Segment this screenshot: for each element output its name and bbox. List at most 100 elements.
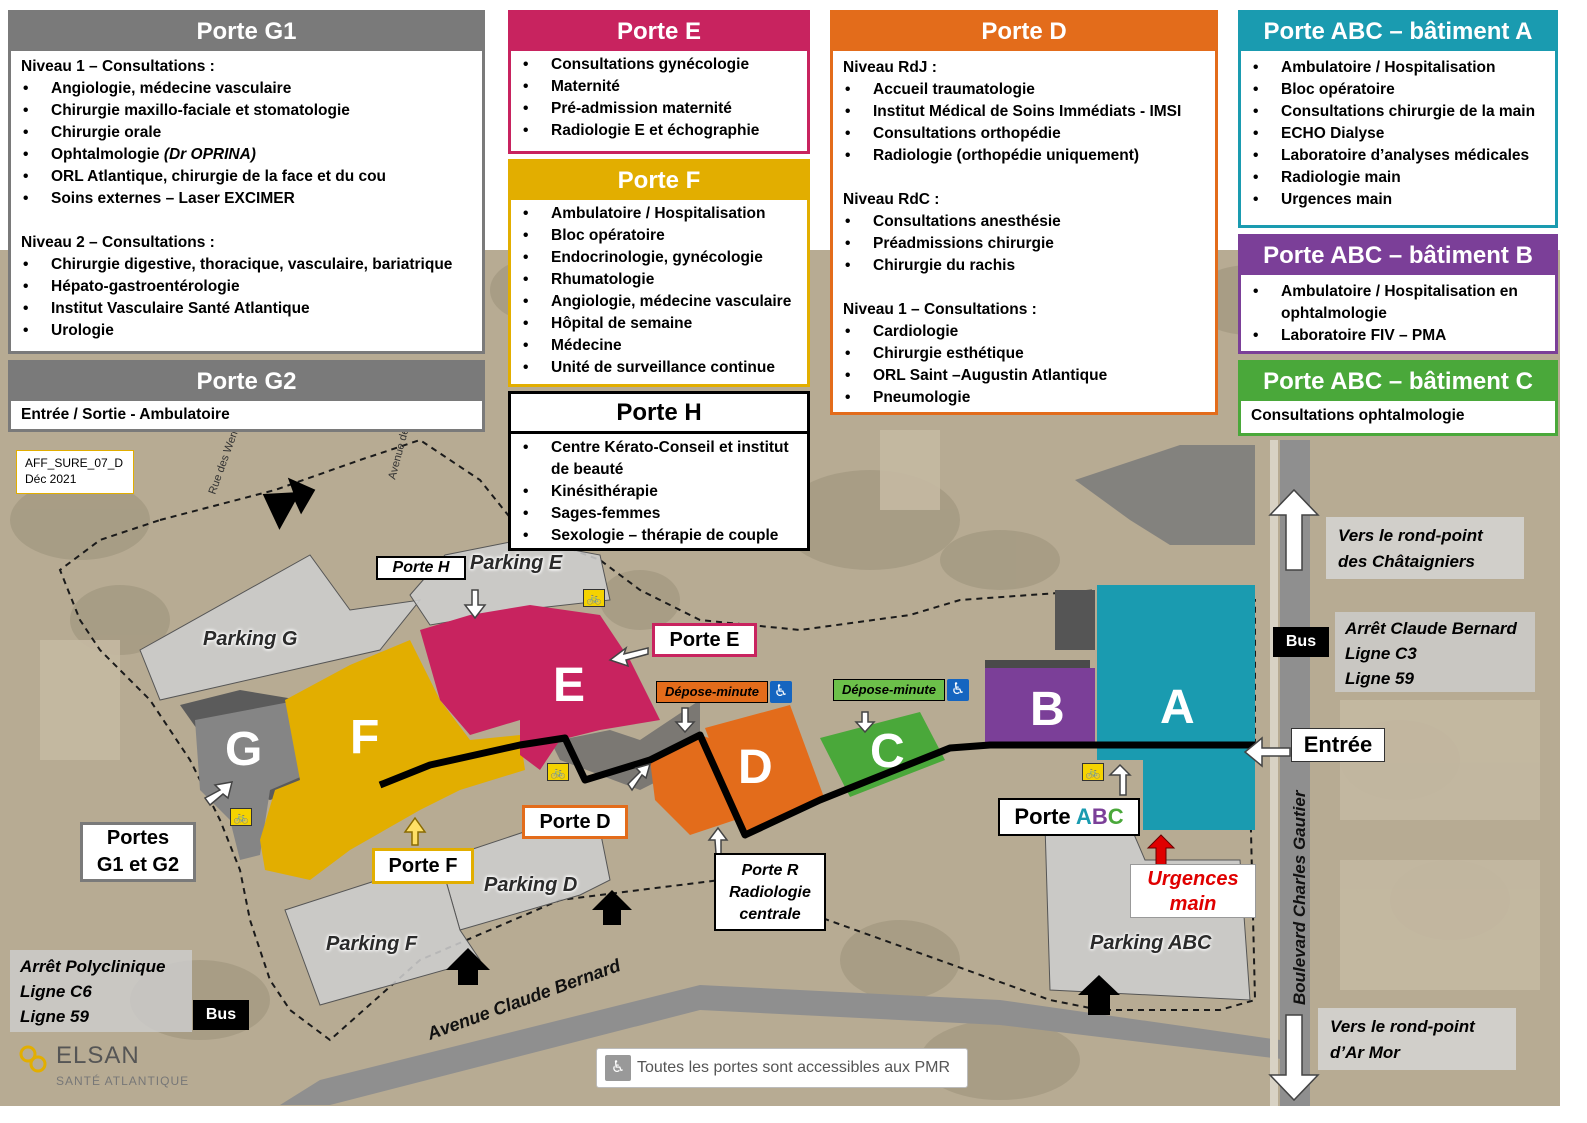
entry-arrows — [262, 477, 1120, 1015]
door-arrows — [463, 488, 1320, 1102]
door-label-porte-e: Porte E — [652, 623, 757, 657]
panel-porte-g2: Porte G2 Entrée / Sortie - Ambulatoire — [8, 360, 485, 432]
service-item: Chirurgie digestive, thoracique, vascula… — [21, 254, 472, 276]
door-label-line: Porte R — [741, 862, 799, 879]
panel-porte-abc-b: Porte ABC – bâtiment B Ambulatoire / Hos… — [1238, 234, 1558, 354]
level-title: Niveau RdJ : — [843, 59, 937, 76]
panel-porte-e: Porte E Consultations gynécologie Matern… — [508, 10, 810, 154]
door-label-porte-r: Porte R Radiologie centrale — [714, 853, 826, 931]
service-item: Consultations orthopédie — [843, 123, 1205, 145]
bus-stop-line: Ligne C6 — [20, 982, 92, 1001]
building-letter-e: E — [553, 659, 586, 712]
arrow-icon — [1108, 763, 1132, 796]
door-label-urgences-main: Urgences main — [1130, 864, 1256, 918]
wheelchair-icon: ♿ — [605, 1054, 631, 1081]
service-item: Radiologie main — [1251, 167, 1545, 189]
service-name: Ophtalmologie — [51, 146, 160, 163]
entrance-label: Entrée — [1291, 728, 1385, 762]
service-item: Sexologie – thérapie de couple — [521, 525, 797, 547]
direction-line: Vers le rond-point — [1338, 526, 1483, 545]
arrow-icon — [674, 707, 696, 734]
panel-porte-abc-c: Porte ABC – bâtiment C Consultations oph… — [1238, 360, 1558, 436]
service-item: Urologie — [21, 320, 472, 342]
arrow-icon — [1268, 488, 1320, 571]
elsan-logo-icon — [19, 1045, 47, 1073]
door-label-line: main — [1169, 893, 1217, 915]
building-f — [260, 640, 525, 880]
service-list: Accueil traumatologie Institut Médical d… — [843, 79, 1205, 167]
arrow-icon — [463, 589, 487, 620]
arrow-icon — [1146, 834, 1176, 866]
building-letter-a: A — [1160, 681, 1195, 734]
service-item: Sages-femmes — [521, 503, 797, 525]
arrow-icon — [608, 645, 649, 668]
panel-porte-g1: Porte G1 Niveau 1 – Consultations : Angi… — [8, 10, 485, 354]
building-b — [985, 668, 1095, 744]
level-title: Niveau RdC : — [843, 191, 940, 208]
arrow-icon — [1243, 736, 1291, 768]
door-label-line: centrale — [739, 906, 801, 923]
level-title: Niveau 1 – Consultations : — [843, 301, 1037, 318]
arrow-icon — [854, 711, 876, 734]
service-item: Angiologie, médecine vasculaire — [21, 78, 472, 100]
panel-title: Porte E — [511, 13, 807, 51]
panel-title: Porte H — [511, 394, 807, 434]
service-item: Kinésithérapie — [521, 481, 797, 503]
arrow-icon — [707, 826, 729, 855]
direction-south: Vers le rond-point d’Ar Mor — [1318, 1008, 1516, 1070]
service-item: Urgences main — [1251, 189, 1545, 211]
panel-title: Porte F — [511, 162, 807, 200]
service-list: Angiologie, médecine vasculaire Chirurgi… — [21, 78, 472, 210]
service-item: Soins externes – Laser EXCIMER — [21, 188, 472, 210]
service-item: Laboratoire FIV – PMA — [1251, 325, 1545, 347]
porte-abc-letter-c: C — [1107, 804, 1124, 829]
pmr-note: ♿Toutes les portes sont accessibles aux … — [596, 1048, 968, 1088]
service-item: Consultations anesthésie — [843, 211, 1205, 233]
arrow-icon — [592, 890, 632, 925]
service-item: ECHO Dialyse — [1251, 123, 1545, 145]
parking-label-f: Parking F — [326, 933, 418, 955]
service-item: Laboratoire d’analyses médicales — [1251, 145, 1545, 167]
building-d — [705, 705, 825, 835]
parking-label-g: Parking G — [203, 628, 298, 650]
document-date: Déc 2021 — [25, 472, 77, 486]
service-item: Consultations gynécologie — [521, 54, 797, 76]
building-letter-g: G — [225, 723, 263, 776]
door-label-porte-f: Porte F — [372, 848, 474, 884]
wheelchair-icon: ♿ — [770, 681, 792, 703]
service-item: Ambulatoire / Hospitalisation en ophtalm… — [1251, 281, 1545, 325]
building-letter-c: C — [870, 725, 905, 778]
door-label-line: Portes — [106, 827, 170, 849]
bus-stop-name: Arrêt Polyclinique — [20, 957, 166, 976]
wheelchair-icon: ♿ — [947, 679, 969, 701]
door-label-porte-h: Porte H — [376, 556, 466, 580]
service-item: Préadmissions chirurgie — [843, 233, 1205, 255]
building-letter-d: D — [738, 741, 773, 794]
panel-porte-abc-a: Porte ABC – bâtiment A Ambulatoire / Hos… — [1238, 10, 1558, 228]
service-item: Endocrinologie, gynécologie — [521, 247, 797, 269]
panel-title: Porte ABC – bâtiment B — [1241, 237, 1555, 275]
arrow-icon — [262, 477, 316, 530]
service-list: Ambulatoire / Hospitalisation en ophtalm… — [1251, 281, 1545, 347]
service-list: Centre Kérato-Conseil et institut de bea… — [521, 437, 797, 547]
direction-north: Vers le rond-point des Châtaigniers — [1326, 517, 1524, 579]
porte-abc-letter-b: B — [1091, 804, 1108, 829]
parking-label-abc: Parking ABC — [1090, 932, 1212, 954]
service-item: Centre Kérato-Conseil et institut de bea… — [521, 437, 797, 481]
service-item: Chirurgie orale — [21, 122, 472, 144]
bus-stop-line: Ligne 59 — [1345, 669, 1414, 688]
service-item: Médecine — [521, 335, 797, 357]
service-item: Unité de surveillance continue — [521, 357, 797, 379]
bus-stop-claude-bernard: Arrêt Claude Bernard Ligne C3 Ligne 59 — [1335, 612, 1535, 692]
service-list: Consultations anesthésie Préadmissions c… — [843, 211, 1205, 277]
bike-icon: 🚲 — [1082, 763, 1104, 781]
service-item: Maternité — [521, 76, 797, 98]
level-title: Niveau 1 – Consultations : — [21, 58, 215, 75]
walking-path — [378, 731, 1255, 839]
service-list: Chirurgie digestive, thoracique, vascula… — [21, 254, 472, 342]
arrow-icon — [627, 762, 652, 792]
panel-title: Porte ABC – bâtiment A — [1241, 13, 1555, 51]
service-item: Consultations chirurgie de la main — [1251, 101, 1545, 123]
panel-porte-f: Porte F Ambulatoire / Hospitalisation Bl… — [508, 159, 810, 387]
service-item: Institut Médical de Soins Immédiats - IM… — [843, 101, 1205, 123]
